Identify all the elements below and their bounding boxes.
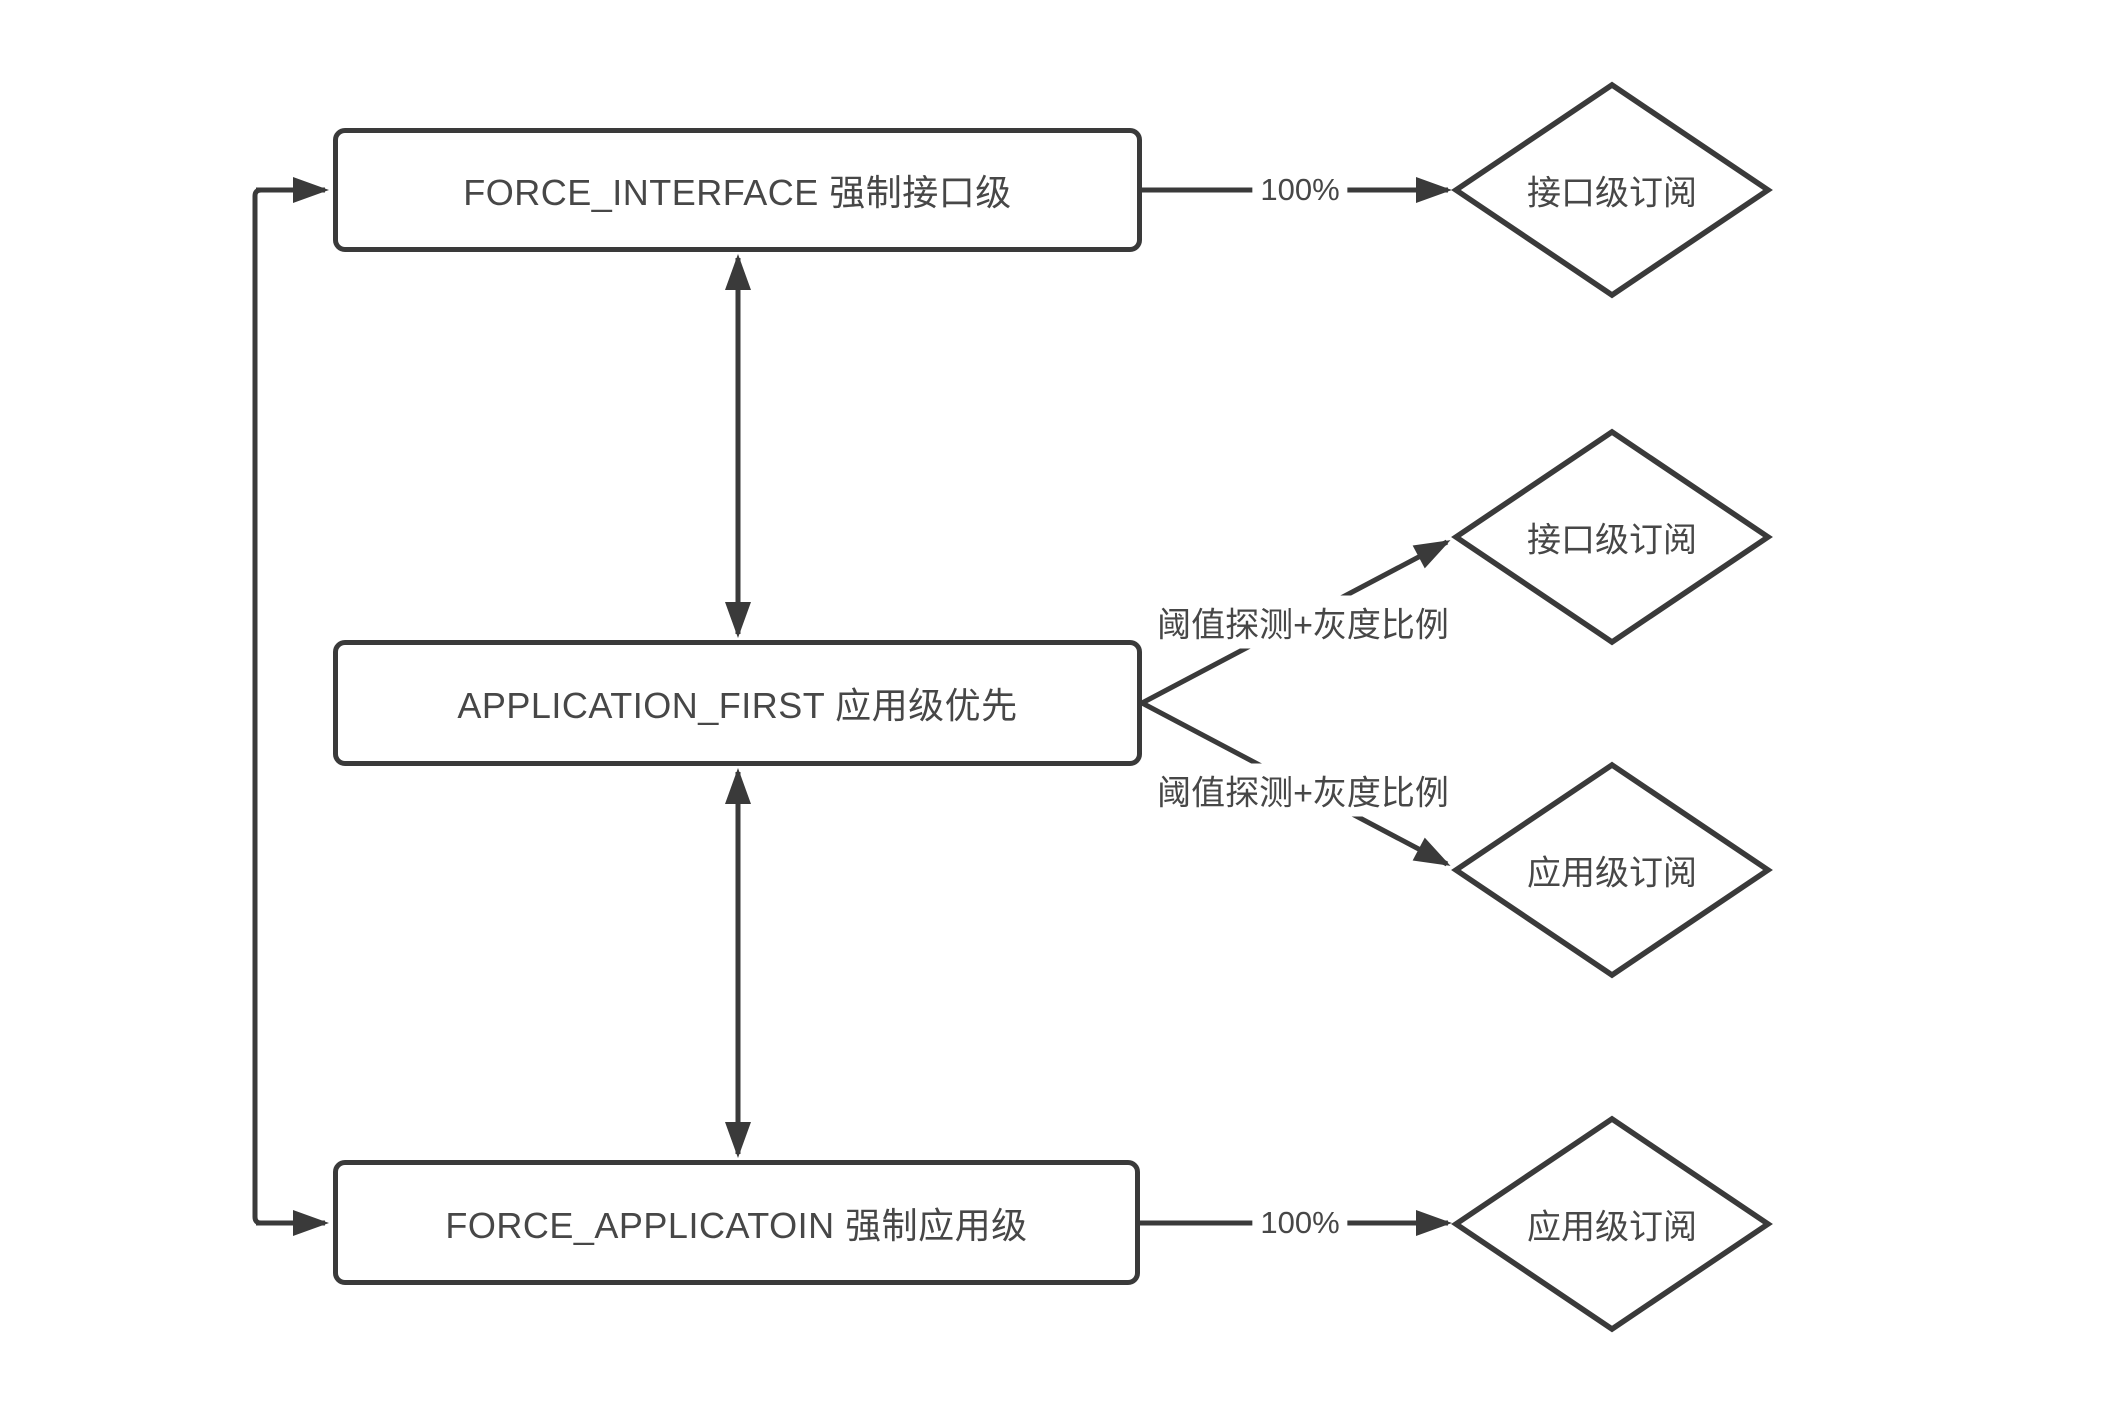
diamond-subscribe-application-bottom [1451,1115,1773,1333]
node-force-interface-label: FORCE_INTERFACE 强制接口级 [463,172,1012,213]
diamond-subscribe-application-mid-label: 应用级订阅 [1527,854,1697,893]
edge-label-threshold-upper: 阈值探测+灰度比例 [1149,595,1457,649]
edge-label-bottom-100-percent: 100% [1252,1203,1348,1243]
diamond-subscribe-interface-mid-label: 接口级订阅 [1527,521,1697,560]
edge-label-top-100-percent: 100% [1252,170,1348,210]
node-force-application: FORCE_APPLICATOIN 强制应用级 [333,1160,1140,1285]
node-force-application-label: FORCE_APPLICATOIN 强制应用级 [445,1204,1028,1246]
node-application-first: APPLICATION_FIRST 应用级优先 [333,640,1142,766]
bracket-left-vertical [252,187,262,1226]
node-force-interface: FORCE_INTERFACE 强制接口级 [333,128,1142,252]
node-application-first-label: APPLICATION_FIRST 应用级优先 [457,685,1018,726]
diamond-subscribe-application-mid [1451,761,1773,979]
diamond-subscribe-interface-mid [1451,428,1773,646]
diamond-subscribe-interface-top [1451,81,1773,299]
diamond-subscribe-interface-top-label: 接口级订阅 [1527,174,1697,213]
diamond-subscribe-application-bottom-label: 应用级订阅 [1527,1208,1697,1247]
edge-label-threshold-lower: 阈值探测+灰度比例 [1149,763,1457,817]
